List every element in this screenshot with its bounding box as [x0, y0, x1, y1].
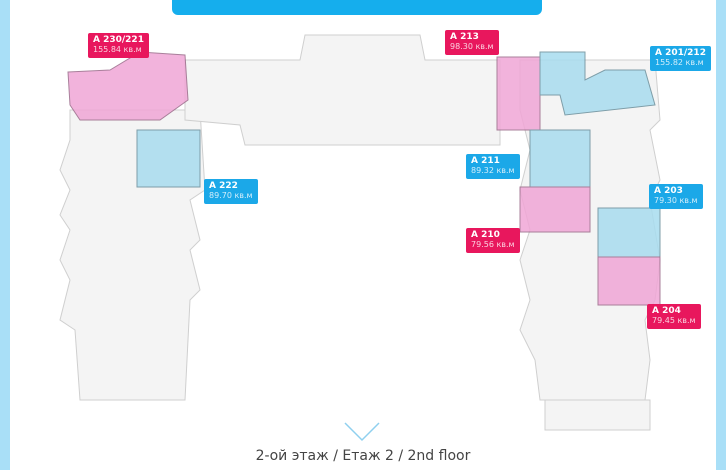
unit-area: 89.32 кв.м [471, 165, 515, 175]
unit-area: 79.56 кв.м [471, 239, 515, 249]
header-banner[interactable] [172, 0, 542, 15]
unit-area: 98.30 кв.м [450, 41, 494, 51]
unit-a201-212 [539, 51, 656, 116]
unit-name: A 230/221 [93, 35, 144, 45]
unit-a210 [519, 186, 591, 233]
unit-name: A 213 [450, 32, 479, 42]
unit-area: 79.30 кв.м [654, 195, 698, 205]
unit-area: 155.82 кв.м [655, 57, 704, 67]
left-border [0, 0, 10, 470]
unit-area: 79.45 кв.м [652, 315, 696, 325]
chevron-down-icon[interactable] [344, 422, 380, 442]
unit-a230-221 [67, 51, 189, 121]
unit-a204 [597, 256, 661, 306]
unit-name: A 210 [471, 230, 500, 240]
unit-name: A 211 [471, 156, 500, 166]
unit-name: A 204 [652, 306, 681, 316]
floor-caption: 2-ой этаж / Етаж 2 / 2nd floor [255, 448, 471, 464]
right-border [716, 0, 726, 470]
unit-a213 [496, 56, 541, 131]
unit-area: 155.84 кв.м [93, 44, 142, 54]
unit-name: A 222 [209, 181, 238, 191]
bottom-block [544, 399, 651, 431]
unit-a222 [136, 129, 201, 188]
unit-area: 89.70 кв.м [209, 190, 253, 200]
unit-name: A 203 [654, 186, 683, 196]
unit-a211 [529, 129, 591, 188]
unit-name: A 201/212 [655, 48, 706, 58]
unit-a203 [597, 207, 661, 258]
